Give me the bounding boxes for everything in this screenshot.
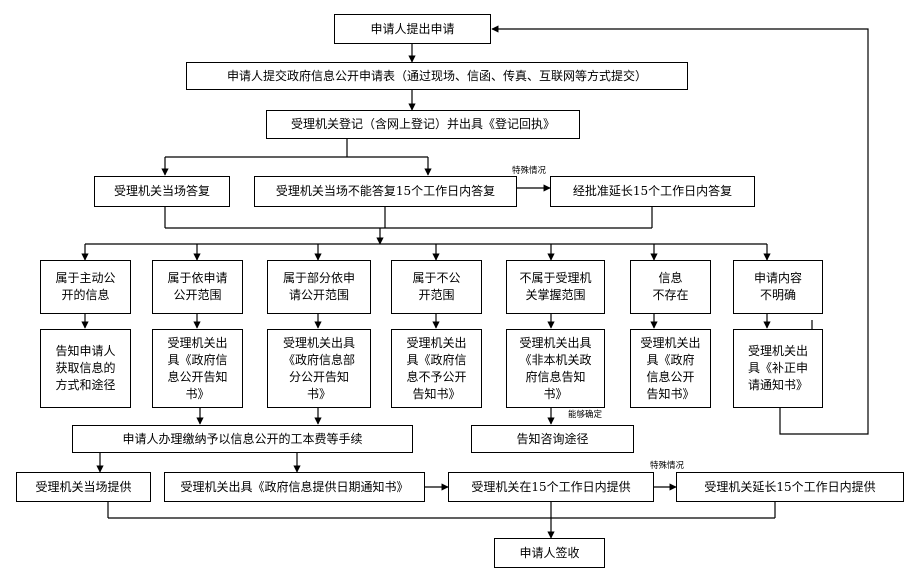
category-unclear: 申请内容 不明确 — [733, 260, 823, 314]
result-not-public: 受理机关出 具《政府信 息不予公开 告知书》 — [391, 329, 482, 408]
result-on-request: 受理机关出 具《政府信 息公开告知 书》 — [152, 329, 243, 408]
result-partial: 受理机关出具 《政府信息部 分公开告知 书》 — [267, 329, 371, 408]
category-proactive: 属于主动公 开的信息 — [40, 260, 131, 314]
step-apply: 申请人提出申请 — [334, 14, 491, 44]
step-consult: 告知咨询途径 — [471, 425, 634, 453]
step-sign: 申请人签收 — [494, 538, 605, 568]
step-reply-extended: 经批准延长15个工作日内答复 — [550, 176, 755, 207]
category-not-held: 不属于受理机 关掌握范围 — [506, 260, 605, 314]
category-not-public: 属于不公 开范围 — [391, 260, 482, 314]
category-not-exist: 信息 不存在 — [630, 260, 711, 314]
provide-on-site: 受理机关当场提供 — [16, 472, 151, 502]
step-reply-on-site: 受理机关当场答复 — [94, 176, 230, 207]
note-special-case-1: 特殊情况 — [512, 166, 547, 176]
step-submit: 申请人提交政府信息公开申请表（通过现场、信函、传真、互联网等方式提交） — [186, 62, 688, 90]
step-fees: 申请人办理缴纳予以信息公开的工本费等手续 — [72, 425, 413, 453]
category-partial: 属于部分依申 请公开范围 — [267, 260, 371, 314]
provide-notice: 受理机关出具《政府信息提供日期通知书》 — [164, 472, 425, 502]
step-reply-15-days: 受理机关当场不能答复15个工作日内答复 — [254, 176, 517, 207]
feedback-loop-line — [492, 29, 869, 435]
note-special-case-2: 特殊情况 — [650, 461, 685, 471]
result-not-held: 受理机关出具 《非本机关政 府信息告知 书》 — [506, 329, 605, 408]
result-not-exist: 受理机关出 具《政府 信息公开 告知书》 — [630, 329, 711, 408]
provide-within-15: 受理机关在15个工作日内提供 — [448, 472, 654, 502]
result-unclear: 受理机关出 具《补正申 请通知书》 — [733, 329, 823, 408]
provide-extended: 受理机关延长15个工作日内提供 — [676, 472, 904, 502]
category-on-request: 属于依申请 公开范围 — [152, 260, 243, 314]
step-register: 受理机关登记（含网上登记）并出具《登记回执》 — [266, 110, 580, 139]
note-determinable: 能够确定 — [568, 410, 603, 420]
result-proactive: 告知申请人 获取信息的 方式和途径 — [40, 329, 131, 408]
